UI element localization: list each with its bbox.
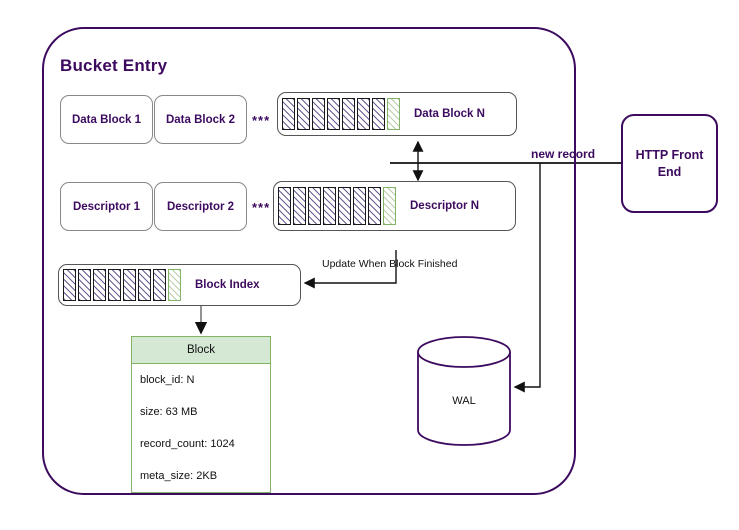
- edge-label-new-record: new record: [531, 147, 596, 161]
- block-detail-row-meta-size: meta_size: 2KB: [140, 470, 218, 482]
- block-index-cell: [123, 269, 136, 301]
- data-block-n-cell: [342, 97, 355, 131]
- data-block-n-cell: [327, 97, 340, 131]
- descriptor-n-cell: [278, 187, 291, 225]
- descriptor-n-cells: [274, 182, 396, 230]
- block-detail-row-size: size: 63 MB: [140, 406, 198, 418]
- block-index-cell: [78, 269, 91, 301]
- wal-label: WAL: [452, 395, 476, 407]
- data-block-1-box[interactable]: Data Block 1: [60, 95, 153, 144]
- data-block-n-cell: [297, 97, 310, 131]
- data-block-n-cell: [372, 97, 385, 131]
- block-index-cell: [108, 269, 121, 301]
- edge-label-update-when-block-finished: Update When Block Finished: [322, 258, 458, 270]
- block-index-cell: [93, 269, 106, 301]
- descriptor-n-cell: [293, 187, 306, 225]
- http-front-end-box[interactable]: HTTP Front End: [621, 114, 718, 213]
- descriptor-n-strip[interactable]: Descriptor N: [273, 181, 516, 231]
- descriptor-1-label: Descriptor 1: [72, 200, 141, 213]
- data-block-n-strip[interactable]: Data Block N: [277, 92, 517, 136]
- data-block-n-label: Data Block N: [414, 108, 485, 120]
- data-block-n-cell: [282, 97, 295, 131]
- descriptor-2-label: Descriptor 2: [166, 200, 235, 213]
- data-block-n-cell: [312, 97, 325, 131]
- block-index-strip[interactable]: Block Index: [58, 264, 301, 306]
- descriptor-n-cell: [323, 187, 336, 225]
- bucket-entry-container: [42, 27, 576, 495]
- http-front-end-label-line1: HTTP Front: [635, 147, 704, 162]
- http-front-end-label-line2: End: [657, 164, 682, 179]
- descriptor-n-current-cell: [383, 187, 396, 225]
- data-block-n-current-cell: [387, 97, 400, 131]
- block-index-label: Block Index: [195, 279, 260, 291]
- descriptor-ellipsis: ***: [252, 200, 271, 215]
- edge-update-when-block-finished: [303, 250, 397, 289]
- data-block-n-cell: [357, 97, 370, 131]
- page-title: Bucket Entry: [60, 56, 168, 75]
- block-detail-table: Block block_id: N size: 63 MB record_cou…: [131, 336, 271, 493]
- block-index-cells: [59, 265, 181, 305]
- data-block-n-cells: [278, 93, 400, 135]
- block-index-current-cell: [168, 269, 181, 301]
- descriptor-2-box[interactable]: Descriptor 2: [154, 182, 247, 231]
- block-index-cell: [63, 269, 76, 301]
- block-index-cell: [153, 269, 166, 301]
- block-detail-row-block-id: block_id: N: [140, 374, 195, 386]
- descriptor-n-cell: [338, 187, 351, 225]
- data-block-2-label: Data Block 2: [165, 113, 236, 126]
- data-block-ellipsis: ***: [252, 113, 271, 128]
- block-index-cell: [138, 269, 151, 301]
- descriptor-n-cell: [368, 187, 381, 225]
- block-detail-row-record-count: record_count: 1024: [140, 438, 235, 450]
- descriptor-n-cell: [308, 187, 321, 225]
- data-block-1-label: Data Block 1: [71, 113, 142, 126]
- data-block-2-box[interactable]: Data Block 2: [154, 95, 247, 144]
- descriptor-n-cell: [353, 187, 366, 225]
- descriptor-n-label: Descriptor N: [410, 200, 480, 212]
- block-detail-header: Block: [132, 337, 270, 364]
- descriptor-1-box[interactable]: Descriptor 1: [60, 182, 153, 231]
- wal-cylinder-shape: [417, 336, 511, 446]
- edge-new-record: [390, 162, 621, 393]
